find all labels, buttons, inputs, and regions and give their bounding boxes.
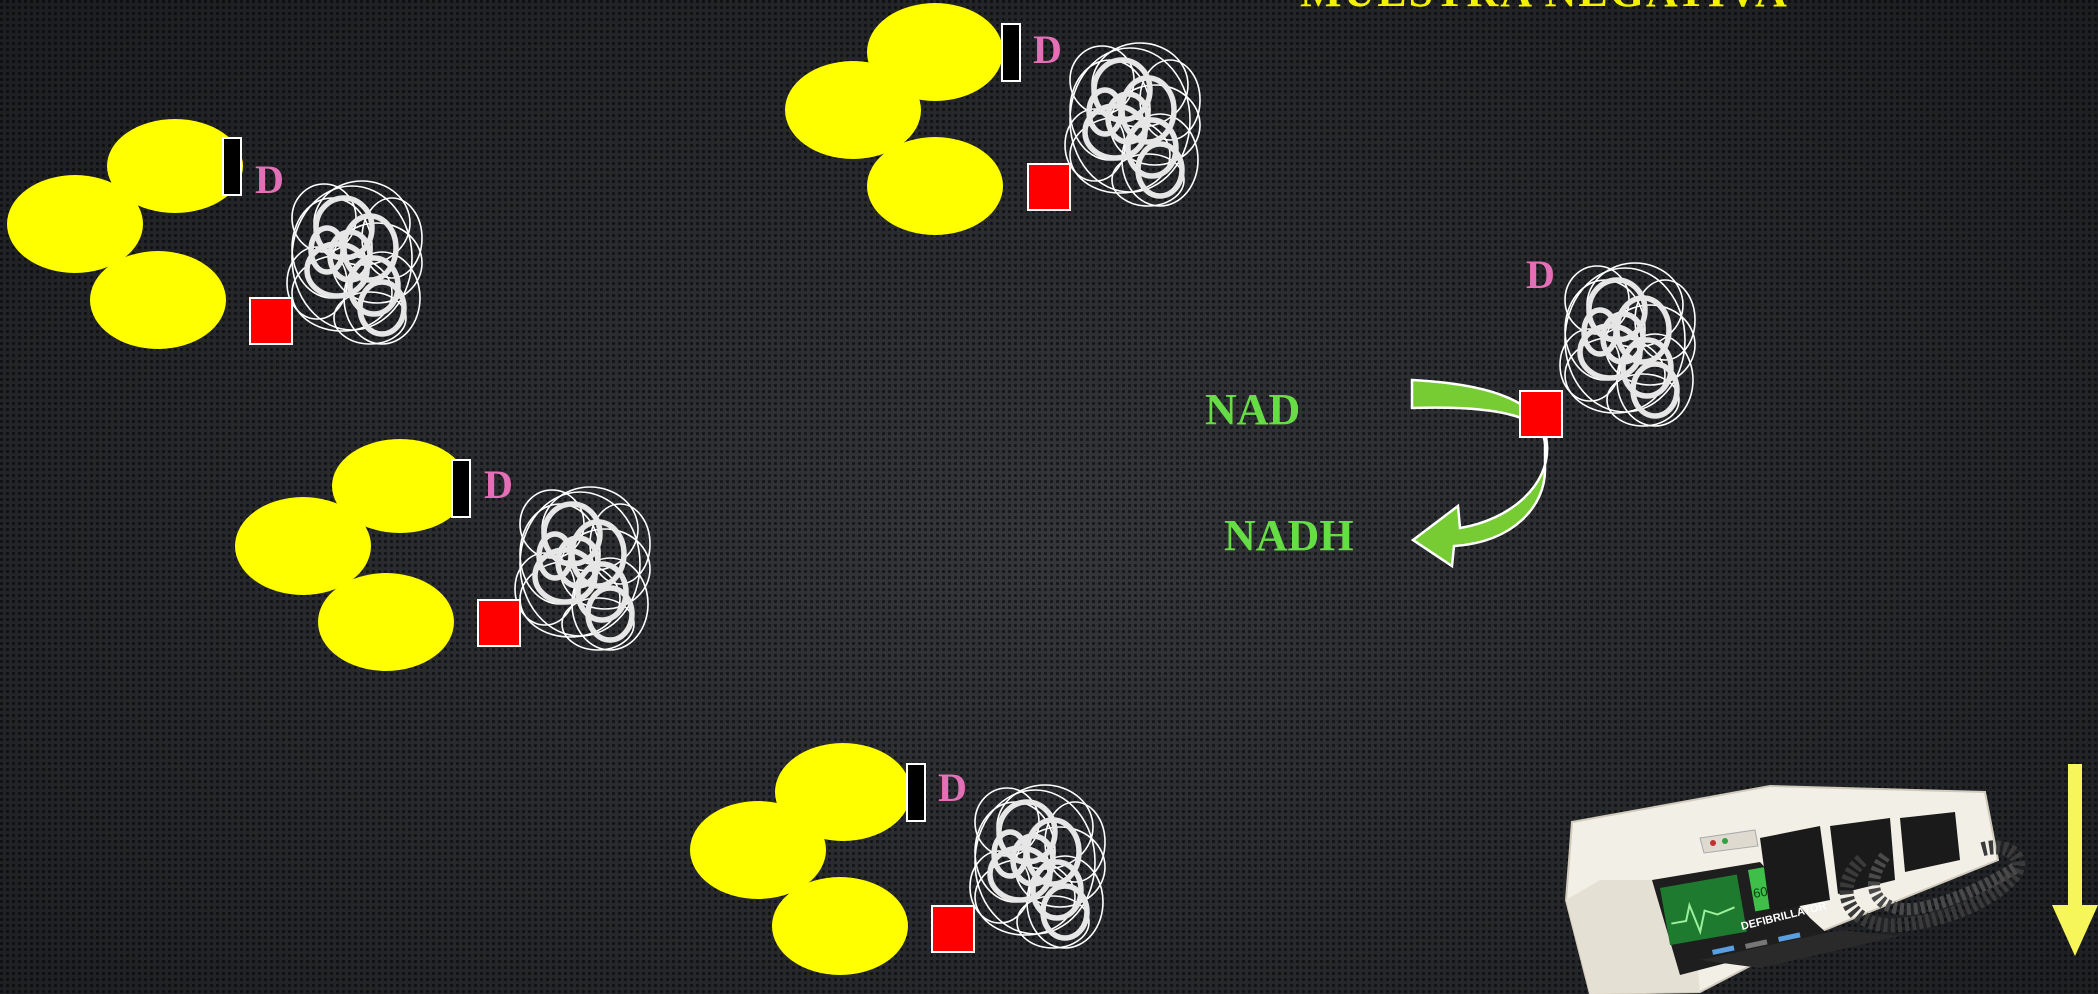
defibrillator-icon: 60 125 DEFIBRILLATOR [1564,784,2025,994]
yellow-ellipse [332,439,468,533]
black-marker [451,459,471,518]
tangle-icon [1065,43,1200,206]
yellow-ellipse [107,119,243,213]
nad-label: NAD [1205,385,1300,434]
d-label: D [484,462,513,507]
red-square [1027,163,1071,211]
device-readout-1: 60 [1752,884,1769,901]
d-label: D [255,157,284,202]
red-square [1519,390,1563,438]
nadh-label: NADH [1224,511,1354,560]
enzyme-complex-2: D [785,3,1200,235]
down-arrow-icon [2052,764,2098,956]
yellow-ellipse [235,497,371,595]
d-label: D [1526,252,1555,297]
tangle-icon [287,181,422,344]
yellow-ellipse [867,137,1003,235]
d-label: D [938,765,967,810]
enzyme-complex-1: D [7,119,422,349]
yellow-ellipse [7,175,143,273]
yellow-ellipse [785,61,921,159]
tangle-icon [1560,263,1695,426]
yellow-ellipse [690,801,826,899]
black-marker [1001,23,1021,82]
red-square [931,905,975,953]
yellow-ellipse [775,743,911,841]
slide-title: MUESTRA NEGATIVA [1300,0,1789,16]
enzyme-complex-4: D [690,743,1105,975]
yellow-ellipse [90,251,226,349]
tangle-icon [515,487,650,650]
black-marker [906,763,926,822]
red-square [477,599,521,647]
red-square [249,297,293,345]
yellow-ellipse [318,573,454,671]
black-marker [222,137,242,196]
tangle-icon [970,785,1105,948]
yellow-ellipse [772,877,908,975]
reaction-group: D NAD NADH [1205,252,1695,569]
enzyme-complex-3: D [235,439,650,671]
d-label: D [1033,27,1062,72]
